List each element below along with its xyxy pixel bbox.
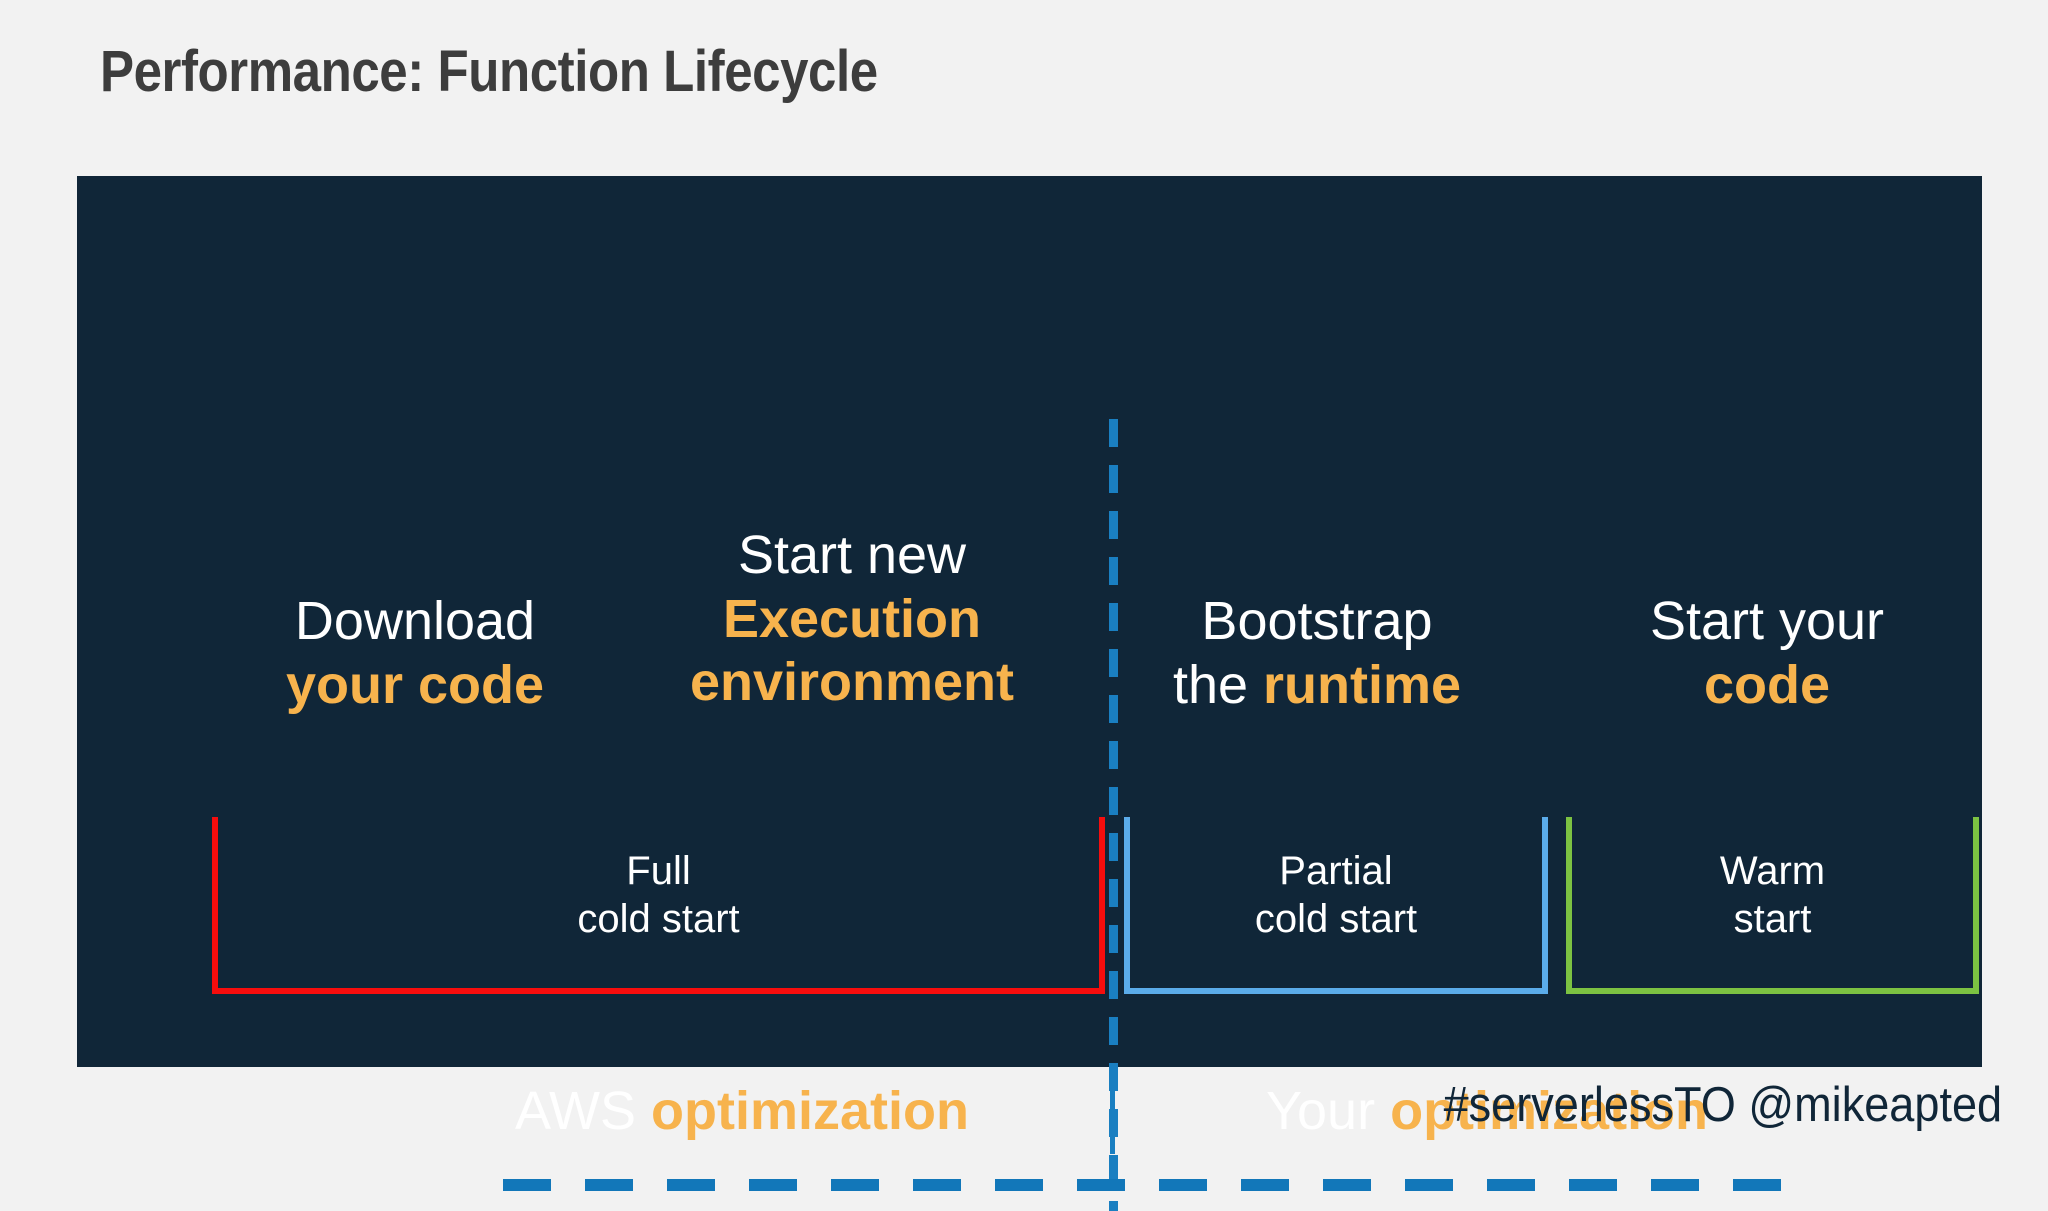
stage-execution-line3: environment	[689, 652, 1015, 713]
your-optimization-prefix: Your	[1265, 1081, 1391, 1141]
bracket-full-cold-start: Full cold start	[212, 817, 1105, 994]
stage-bootstrap-line2-prefix: the	[1172, 654, 1264, 715]
aws-optimization-emphasis: optimization	[651, 1081, 969, 1141]
vertical-dashed-divider	[1109, 419, 1118, 1211]
bracket-partial-cold-start: Partial cold start	[1124, 817, 1548, 994]
footer-handle: #serverlessTO @mikeapted	[1443, 1078, 2002, 1132]
bracket-warm-label-line1: Warm	[1719, 849, 1826, 893]
diagram-panel: Download your code Start new Execution e…	[77, 176, 1982, 1211]
stage-execution-line1: Start new	[737, 525, 967, 585]
stage-columns: Download your code Start new Execution e…	[77, 176, 1982, 1067]
bracket-partial-label-line2: cold start	[1254, 897, 1418, 941]
bracket-full-cold-start-label: Full cold start	[218, 847, 1099, 943]
bracket-partial-label-line1: Partial	[1279, 849, 1393, 893]
stage-execution: Start new Execution environment	[637, 524, 1067, 715]
bracket-partial-cold-start-label: Partial cold start	[1130, 847, 1542, 943]
stage-bootstrap: Bootstrap the runtime	[1107, 590, 1527, 717]
bracket-full-label-line2: cold start	[577, 897, 740, 941]
bracket-warm-start: Warm start	[1566, 817, 1979, 994]
stage-download-line1: Download	[294, 591, 536, 651]
stage-execution-line2: Execution	[722, 588, 982, 649]
stage-start-code-line1: Start your	[1649, 591, 1885, 651]
your-optimization-label: Your optimization	[1122, 1084, 1852, 1138]
optimization-row: AWS optimization Your optimization	[77, 1084, 1982, 1154]
optimization-separator	[1110, 1068, 1115, 1154]
aws-optimization-label: AWS optimization	[377, 1084, 1107, 1138]
stage-start-code: Start your code	[1557, 590, 1977, 717]
bracket-warm-start-label: Warm start	[1572, 847, 1973, 943]
page-title: Performance: Function Lifecycle	[100, 39, 878, 104]
bracket-full-label-line1: Full	[626, 849, 691, 893]
stage-bootstrap-line2: the runtime	[1107, 654, 1527, 718]
stage-download-line2: your code	[285, 654, 545, 715]
bracket-warm-label-line2: start	[1733, 897, 1812, 941]
stage-bootstrap-line1: Bootstrap	[1201, 591, 1433, 651]
stage-start-code-line2: code	[1703, 654, 1831, 715]
your-optimization-emphasis: optimization	[1390, 1081, 1709, 1141]
stage-download: Download your code	[205, 590, 625, 717]
stage-bootstrap-line2-emphasis: runtime	[1263, 654, 1462, 715]
horizontal-dashed-line	[503, 1179, 1781, 1191]
aws-optimization-prefix: AWS	[515, 1081, 652, 1141]
